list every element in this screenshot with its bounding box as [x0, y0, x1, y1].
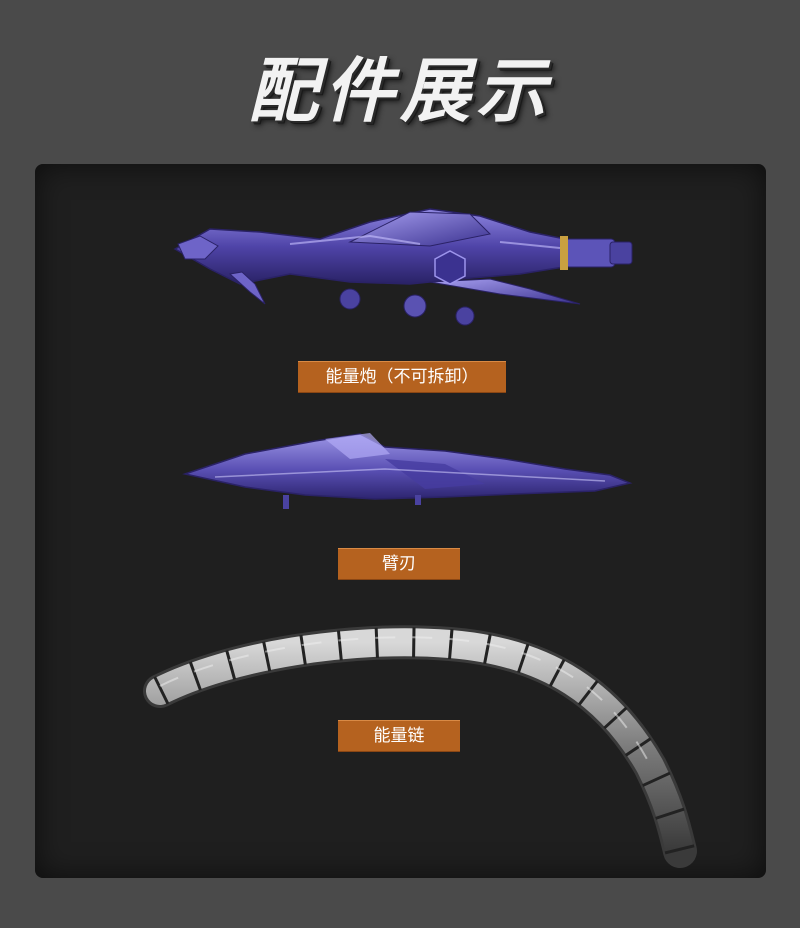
accessory-panel: 能量炮（不可拆卸） 臂刃 能量链 [35, 164, 766, 878]
energy-cannon-label: 能量炮（不可拆卸） [298, 361, 506, 393]
energy-chain-image [143, 625, 697, 868]
arm-blade-image [182, 433, 633, 509]
page-title: 配件展示 [248, 50, 552, 132]
arm-blade-label: 臂刃 [338, 548, 460, 580]
energy-chain-label: 能量链 [338, 720, 460, 752]
energy-cannon-image [173, 208, 633, 326]
